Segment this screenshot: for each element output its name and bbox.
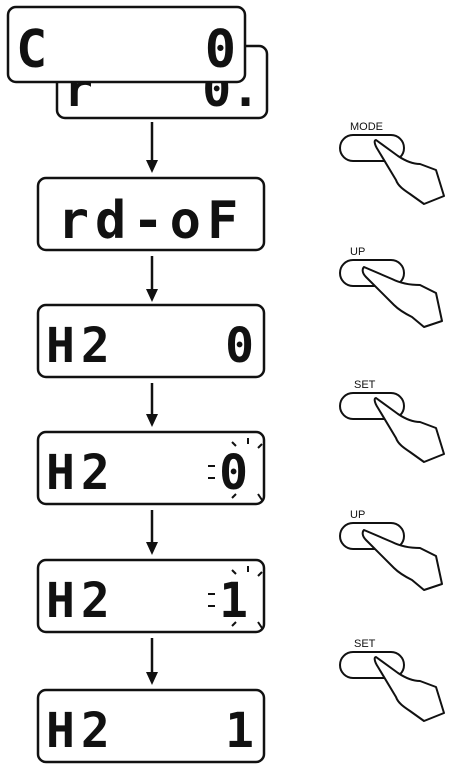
button-press-set: SET xyxy=(340,638,444,721)
display-left-text: H2 xyxy=(46,445,116,501)
display-right-text: 0 xyxy=(205,20,236,80)
button-press-set: SET xyxy=(340,379,444,462)
button-label: UP xyxy=(350,246,365,258)
display-h2-1-blink: H2 1 xyxy=(38,560,264,632)
display-right-text: 1 xyxy=(219,573,248,629)
button-label: SET xyxy=(354,638,376,650)
button-label: UP xyxy=(350,509,365,521)
display-left-text: rd-oF xyxy=(58,191,245,251)
display-right-text: 0 xyxy=(219,445,248,501)
button-press-up: UP xyxy=(340,246,442,327)
display-h2-0: H2 0 xyxy=(38,305,264,377)
display-h2-1: H2 1 xyxy=(38,690,264,762)
button-label: SET xyxy=(354,379,376,391)
pointing-hand-icon xyxy=(375,398,444,462)
display-left-text: C xyxy=(16,20,47,80)
display-c-0: C 0 xyxy=(8,7,245,82)
display-right-text: 1 xyxy=(225,703,254,759)
button-press-up: UP xyxy=(340,509,442,590)
down-arrow xyxy=(146,383,158,427)
pointing-hand-icon xyxy=(375,657,444,721)
display-left-text: H2 xyxy=(46,573,116,629)
pointing-hand-icon xyxy=(375,140,444,204)
display-right-text: 0 xyxy=(225,318,254,374)
display-rd-of: rd-oF xyxy=(38,178,264,251)
down-arrow xyxy=(146,510,158,555)
down-arrow xyxy=(146,256,158,302)
display-h2-0-blink: H2 0 xyxy=(38,432,264,504)
button-label: MODE xyxy=(350,121,383,133)
display-left-text: H2 xyxy=(46,318,116,374)
display-left-text: H2 xyxy=(46,703,116,759)
down-arrow xyxy=(146,122,158,173)
button-press-mode: MODE xyxy=(340,121,444,204)
down-arrow xyxy=(146,638,158,685)
